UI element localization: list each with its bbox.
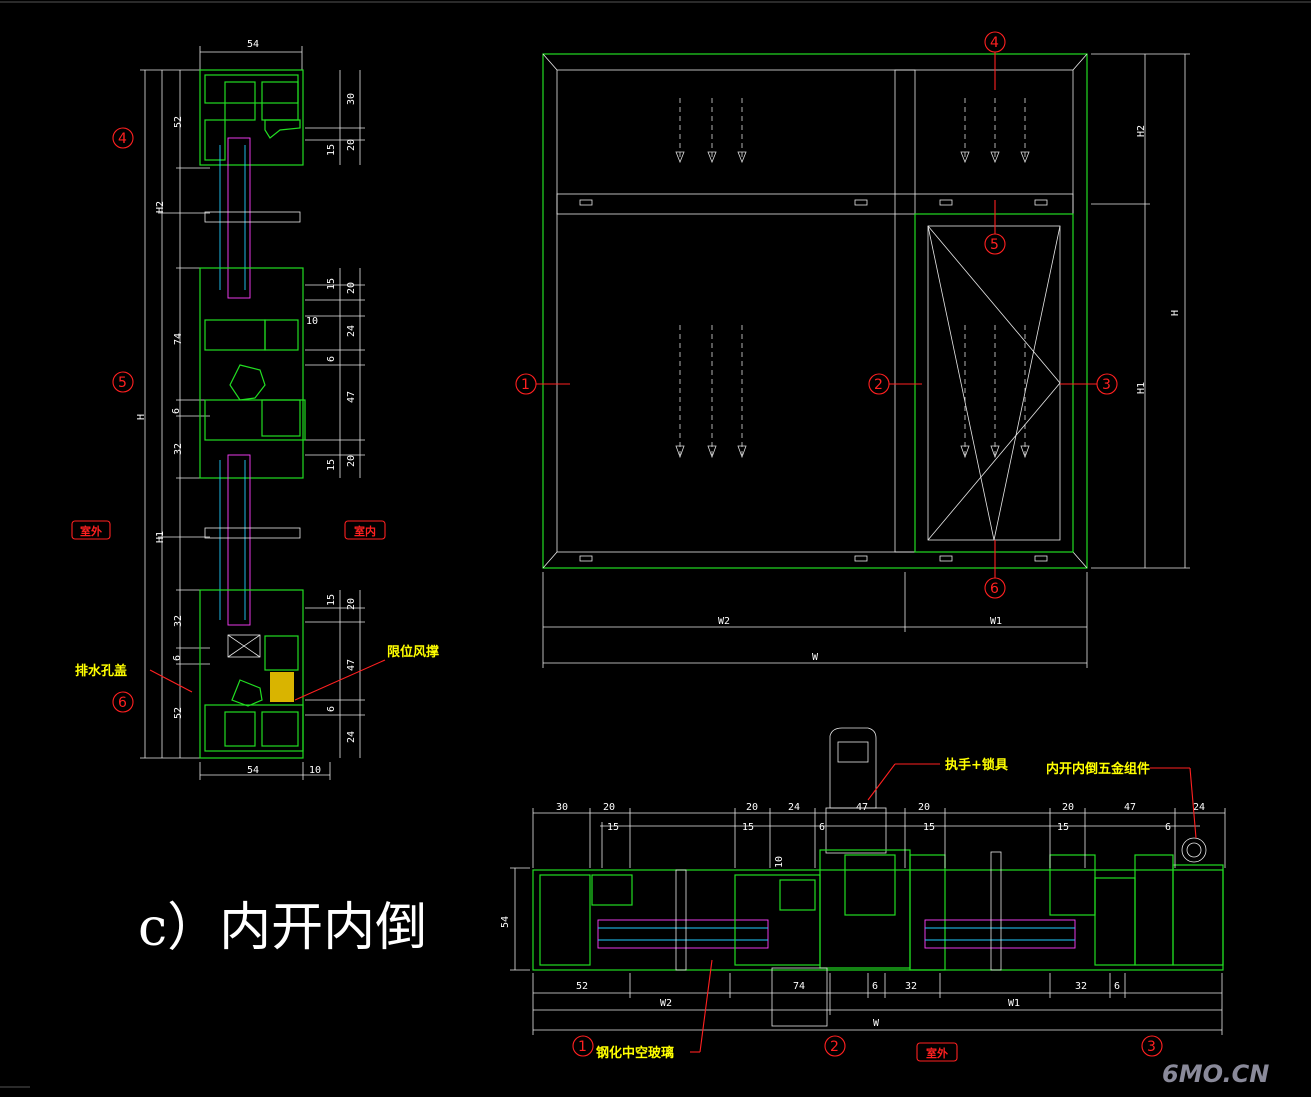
plan-label-glass: 钢化中空玻璃 xyxy=(596,1045,674,1061)
plan-top-dim-2: 15 xyxy=(607,822,619,833)
side-right-dim-13: 47 xyxy=(346,659,357,671)
side-right-dim-3: 15 xyxy=(326,278,337,290)
plan-bottom-dim-3: 6 xyxy=(872,981,878,992)
side-top-width: 54 xyxy=(247,39,259,50)
plan-top-dim-4: 15 xyxy=(742,822,754,833)
plan-top-dim-13: 47 xyxy=(1124,802,1136,813)
side-right-dim-15: 24 xyxy=(346,731,357,743)
elev-height-h1: H1 xyxy=(1136,382,1147,394)
plan-top-dim-11: 20 xyxy=(1062,802,1074,813)
elevation: 1 2 3 4 5 6 W2 W1 W H2 H H1 xyxy=(515,31,1190,668)
plan-bottom-dim-4: 32 xyxy=(905,981,917,992)
elev-marker-4: 4 xyxy=(990,35,999,51)
side-right-dim-6: 24 xyxy=(346,325,357,337)
plan-marker-2: 2 xyxy=(830,1039,839,1055)
side-right-dim-14: 6 xyxy=(326,706,337,712)
side-left-dim-9: 52 xyxy=(173,707,184,719)
side-right-dim-2: 20 xyxy=(346,139,357,151)
side-bottom-width-0: 54 xyxy=(247,765,259,776)
plan-top-dim-1: 20 xyxy=(603,802,615,813)
plan-top-dim-8: 47 xyxy=(856,802,868,813)
side-right-dim-8: 47 xyxy=(346,391,357,403)
plan-marker-1: 1 xyxy=(578,1039,587,1055)
side-right-dim-4: 20 xyxy=(346,282,357,294)
plan-tag-outside: 室外 xyxy=(926,1046,948,1060)
plan-top-dim-12: 15 xyxy=(1057,822,1069,833)
side-right-dim-1: 15 xyxy=(326,144,337,156)
plan-bottom-dim-1: W2 xyxy=(660,998,672,1009)
plan-height-dim: 54 xyxy=(500,916,511,928)
elev-width-w2: W2 xyxy=(718,616,730,627)
side-marker-6: 6 xyxy=(118,695,127,711)
plan-bottom-dim-6: 32 xyxy=(1075,981,1087,992)
elev-width-w: W xyxy=(812,652,819,663)
side-left-dim-6: H1 xyxy=(155,531,166,543)
plan-top-dim-5: 24 xyxy=(788,802,800,813)
side-label-stay: 限位风撑 xyxy=(387,644,439,660)
plan-bottom-dim-5: W1 xyxy=(1008,998,1020,1009)
elev-marker-1: 1 xyxy=(521,377,530,393)
plan-top-dim-3: 20 xyxy=(746,802,758,813)
plan-top-dim-0: 30 xyxy=(556,802,568,813)
plan-section: 30 20 15 20 15 24 10 6 47 20 15 20 15 47… xyxy=(500,727,1226,1062)
side-right-dim-9: 15 xyxy=(326,459,337,471)
elev-marker-5: 5 xyxy=(990,237,999,253)
side-left-dim-8: 6 xyxy=(172,655,183,661)
plan-bottom-dim-8: W xyxy=(873,1018,880,1029)
side-left-dim-0: 52 xyxy=(173,116,184,128)
side-left-dim-3: 6 xyxy=(171,408,182,414)
side-right-dim-0: 30 xyxy=(346,93,357,105)
side-section: 54 52 H2 74 6 32 H H1 32 6 52 xyxy=(71,39,439,780)
side-tag-inside: 室内 xyxy=(354,524,376,538)
side-marker-5: 5 xyxy=(118,375,127,391)
side-right-dim-5: 10 xyxy=(306,316,318,327)
drawing-title: c）内开内倒 xyxy=(138,898,427,958)
side-bottom-width-1: 10 xyxy=(309,765,321,776)
side-left-dim-5: H xyxy=(136,414,147,420)
side-right-dim-11: 15 xyxy=(326,594,337,606)
plan-bottom-dim-0: 52 xyxy=(576,981,588,992)
side-left-dim-7: 32 xyxy=(173,615,184,627)
plan-top-dim-7: 6 xyxy=(819,822,825,833)
elev-height-h: H xyxy=(1170,310,1181,316)
side-label-drain: 排水孔盖 xyxy=(75,663,127,679)
plan-label-handle: 执手+锁具 xyxy=(945,757,1008,773)
watermark: 6MO.CN xyxy=(1162,1060,1269,1088)
plan-marker-3: 3 xyxy=(1147,1039,1156,1055)
side-left-dim-4: 32 xyxy=(173,443,184,455)
elev-marker-2: 2 xyxy=(874,377,883,393)
elev-marker-3: 3 xyxy=(1102,377,1111,393)
plan-top-dim-15: 24 xyxy=(1193,802,1205,813)
plan-bottom-dim-2: 74 xyxy=(793,981,805,992)
plan-label-hardware: 内开内倒五金组件 xyxy=(1046,761,1150,777)
side-right-dim-10: 20 xyxy=(346,455,357,467)
plan-bottom-dim-7: 6 xyxy=(1114,981,1120,992)
plan-top-dim-6: 10 xyxy=(774,856,785,868)
plan-top-dim-10: 15 xyxy=(923,822,935,833)
plan-top-dim-9: 20 xyxy=(918,802,930,813)
side-left-dim-2: 74 xyxy=(173,333,184,345)
side-right-dim-12: 20 xyxy=(346,598,357,610)
elev-width-w1: W1 xyxy=(990,616,1002,627)
elev-height-h2: H2 xyxy=(1136,125,1147,137)
plan-top-dim-14: 6 xyxy=(1165,822,1171,833)
side-right-dim-7: 6 xyxy=(326,356,337,362)
side-marker-4: 4 xyxy=(118,131,127,147)
side-left-dim-1: H2 xyxy=(155,201,166,213)
side-tag-outside: 室外 xyxy=(80,524,102,538)
elev-marker-6: 6 xyxy=(990,581,999,597)
